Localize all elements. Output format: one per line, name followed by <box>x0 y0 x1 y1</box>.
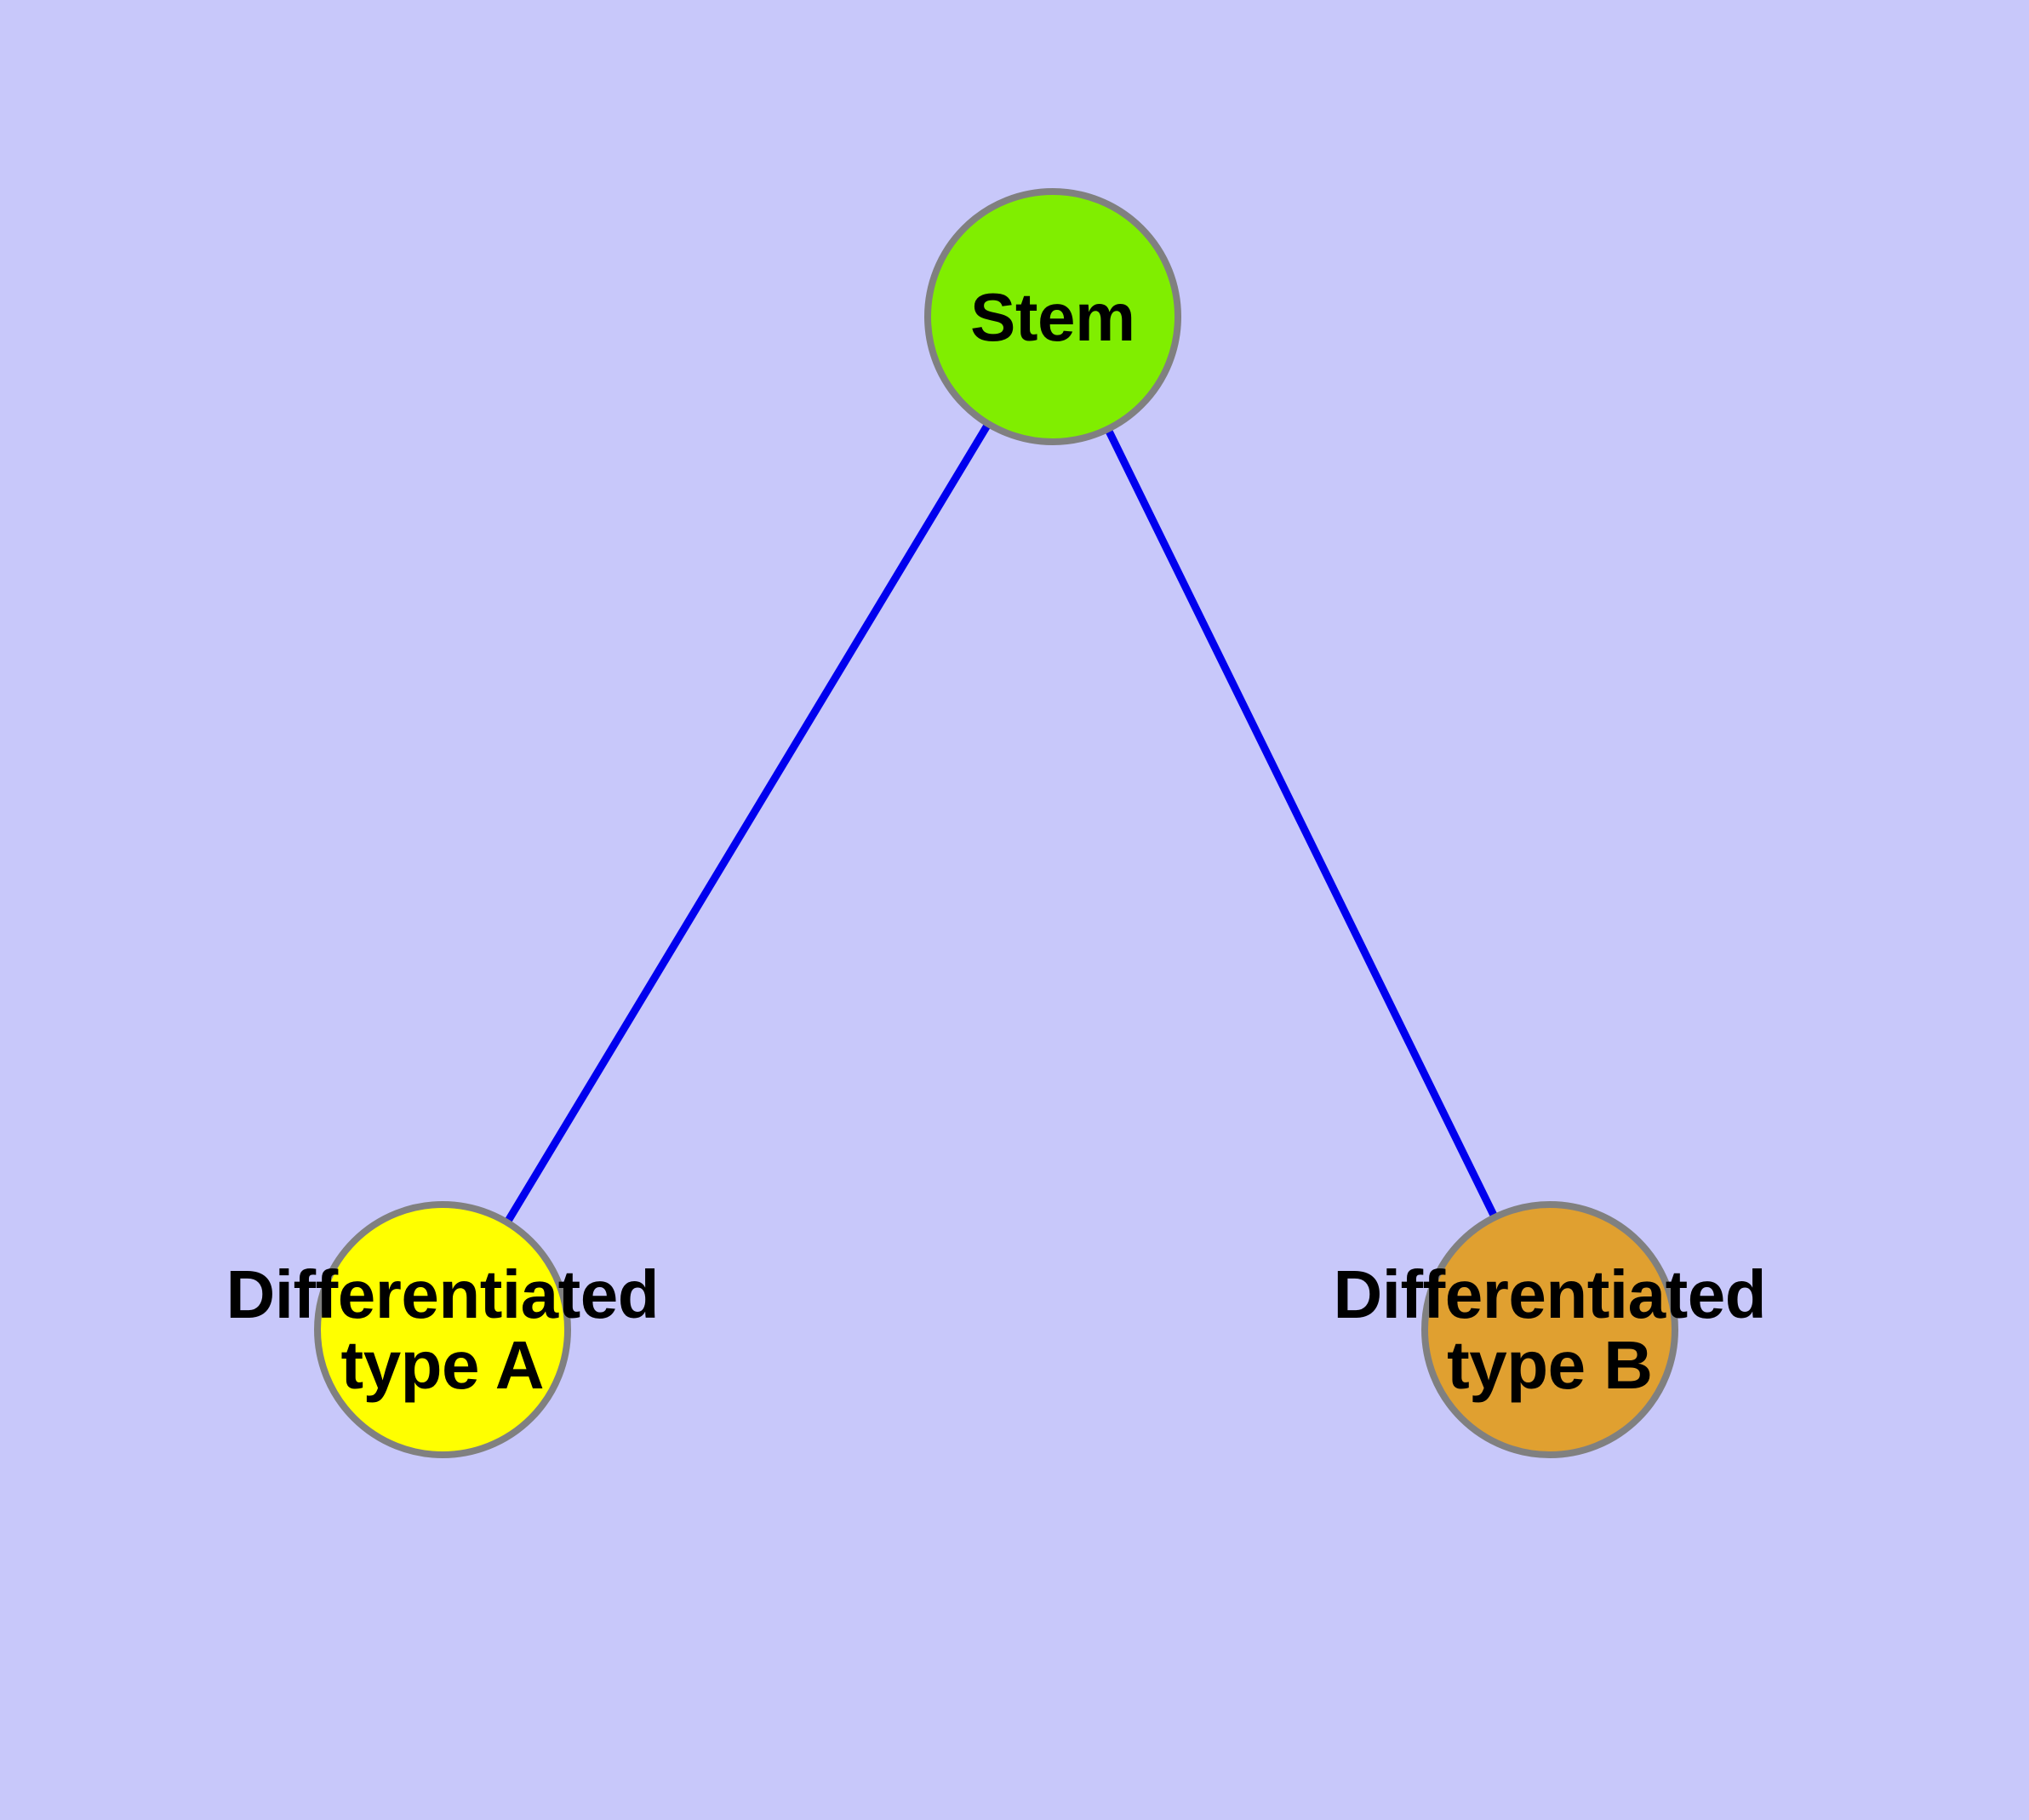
edge-layer <box>439 314 1554 1332</box>
edge-stem-diff_a[interactable] <box>439 314 1056 1332</box>
edge-stem-diff_b[interactable] <box>1049 315 1554 1331</box>
node-circle-stem[interactable] <box>924 188 1181 445</box>
node-layer <box>314 188 1678 1458</box>
node-circle-diff_b[interactable] <box>1421 1201 1678 1458</box>
node-circle-diff_a[interactable] <box>314 1201 571 1458</box>
